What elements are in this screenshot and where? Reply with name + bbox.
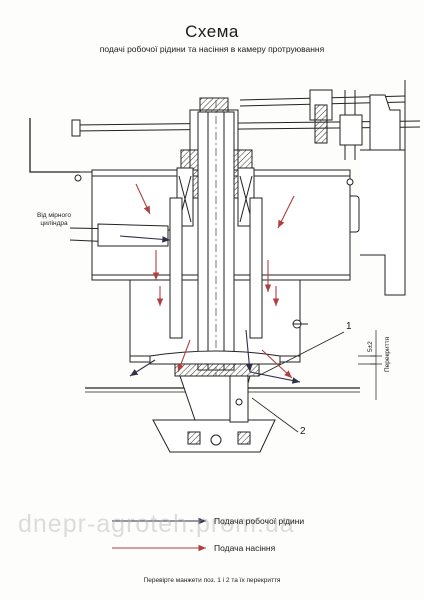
lower-nozzle bbox=[152, 375, 276, 453]
watermark: dnepr-agroteh.prom.ua bbox=[18, 510, 295, 538]
spreading-disc bbox=[85, 350, 360, 393]
left-bracket bbox=[29, 118, 80, 173]
dimension-label: 5±2 bbox=[367, 341, 374, 352]
fluid-flow-arrows bbox=[119, 235, 301, 384]
dimension-marker bbox=[358, 330, 382, 400]
footer-note: Перевірте манжети поз. 1 і 2 та їх перек… bbox=[143, 577, 281, 584]
seed-flow-arrows bbox=[135, 183, 295, 379]
callout-1: 1 bbox=[346, 321, 352, 332]
callout-2-leader bbox=[251, 397, 299, 433]
overlap-label: Перекриття bbox=[384, 336, 391, 372]
top-rod-assembly bbox=[71, 89, 421, 161]
inlet-pipe bbox=[69, 223, 171, 247]
callout-2: 2 bbox=[300, 426, 306, 437]
callout-1-leader bbox=[257, 331, 345, 377]
from-cylinder-label: Від мірного циліндра bbox=[37, 212, 71, 227]
scheme-subtitle: подачі робочої рідини та насіння в камер… bbox=[99, 44, 325, 54]
legend-seed-label: Подача насіння bbox=[214, 543, 276, 553]
scheme-title: Схема bbox=[185, 22, 239, 41]
legend-fluid-label: Подача робочої рідини bbox=[214, 516, 305, 526]
